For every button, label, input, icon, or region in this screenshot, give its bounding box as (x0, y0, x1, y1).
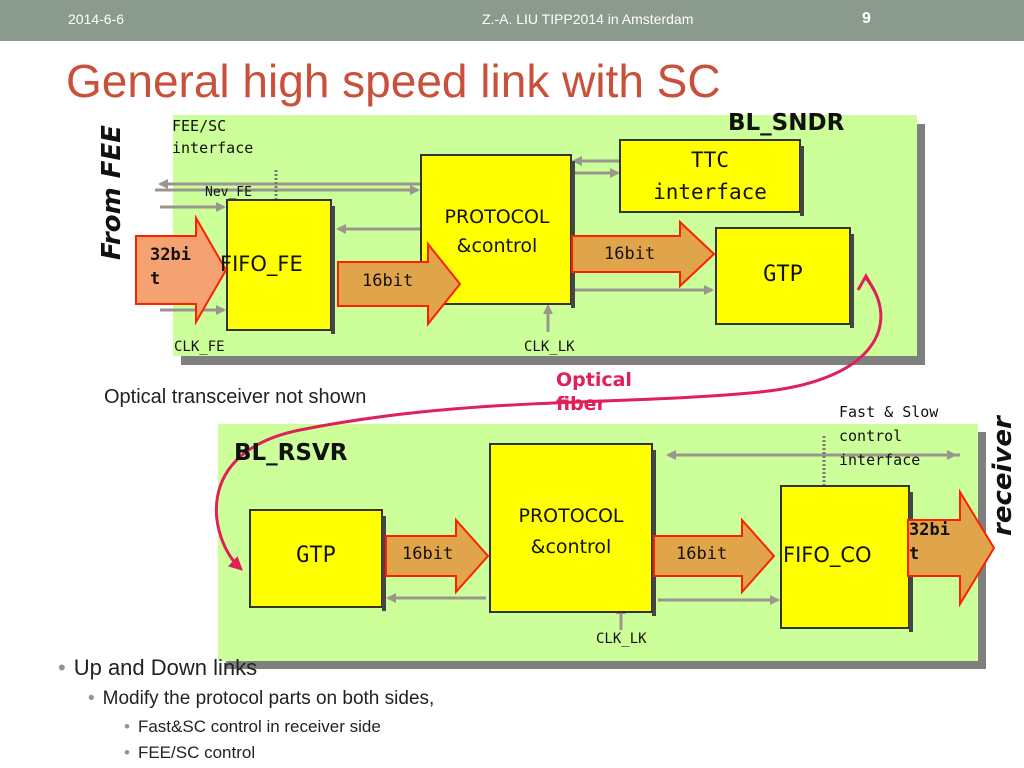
fee-sc-label: FEE/SC interface (172, 117, 254, 157)
gtp-top-label: GTP (763, 262, 803, 287)
input-32bit-label: 32bi t (150, 245, 191, 289)
bullet-item: •Up and Down links (58, 655, 258, 680)
receiver-label: receiver (988, 416, 1018, 536)
caption: Optical transceiver not shown (104, 386, 367, 408)
gtp-block-top-shadow (850, 234, 854, 328)
gtp-out-16bit-arrow (385, 517, 490, 595)
ttc-block-shadow (800, 146, 804, 216)
header-date: 2014-6-6 (68, 11, 125, 27)
fifo-out-16bit-arrow (337, 241, 462, 327)
protocol-block-top-shadow (571, 161, 575, 308)
protocol-block-bottom-shadow (652, 450, 656, 616)
page-number: 9 (862, 10, 871, 27)
output-32bit-arrow (907, 488, 996, 608)
ttc-label: TTC interface (653, 148, 767, 204)
protocol-bottom-label: PROTOCOL &control (518, 505, 624, 558)
fifo-fe-label: FIFO_FE (220, 252, 303, 276)
clk-lk-top-label: CLK_LK (524, 339, 575, 355)
bullet-text: Up and Down links (73, 655, 258, 680)
bl-rsvr-label: BL_RSVR (234, 440, 348, 466)
gtp-out-16bit-label: 16bit (402, 544, 454, 564)
fsc-label: Fast & Slow control interface (839, 403, 939, 469)
slide-title: General high speed link with SC (66, 55, 721, 107)
header-center: Z.-A. LIU TIPP2014 in Amsterdam (482, 11, 694, 27)
nev-fe-label: Nev_FE (205, 185, 252, 200)
protocol-out-16bit-bottom-label: 16bit (676, 544, 728, 564)
bl-sndr-label: BL_SNDR (728, 110, 845, 136)
from-fee-label: From FEE (97, 124, 127, 260)
optical-fiber-head-top (856, 272, 876, 291)
bullet-item: •Fast&SC control in receiver side (124, 717, 381, 736)
ttc-block (619, 139, 801, 213)
output-32bit-label: 32bi t (909, 520, 950, 564)
bullet-text: Modify the protocol parts on both sides, (102, 688, 435, 709)
fifo-co-block (780, 485, 910, 629)
protocol-block-bottom (489, 443, 653, 613)
bullet-text: Fast&SC control in receiver side (137, 717, 381, 736)
gtp-bottom-label: GTP (296, 543, 336, 568)
fifo-out-16bit-label: 16bit (362, 271, 414, 291)
clk-fe-label: CLK_FE (174, 339, 225, 355)
fifo-fe-block (226, 199, 332, 331)
header-bar: 2014-6-6 Z.-A. LIU TIPP2014 in Amsterdam… (0, 0, 1024, 41)
bullet-text: FEE/SC control (137, 743, 256, 762)
bullet-item: •Modify the protocol parts on both sides… (88, 688, 435, 709)
protocol-top-label: PROTOCOL &control (444, 206, 550, 257)
fifo-fe-block-shadow (331, 206, 335, 334)
input-32bit-arrow (135, 214, 228, 326)
protocol-out-16bit-arrow-bottom (653, 517, 776, 595)
protocol-out-16bit-arrow (571, 219, 716, 289)
fifo-co-label: FIFO_CO (783, 543, 872, 567)
protocol-out-16bit-label: 16bit (604, 244, 656, 264)
optical-fiber (214, 277, 883, 571)
optical-fiber-label: Optical fiber (556, 369, 632, 414)
gtp-block-bottom-shadow (382, 516, 386, 611)
gtp-block-top (715, 227, 851, 325)
bullet-item: •FEE/SC control (124, 743, 256, 762)
clk-lk-bottom-label: CLK_LK (596, 631, 647, 647)
